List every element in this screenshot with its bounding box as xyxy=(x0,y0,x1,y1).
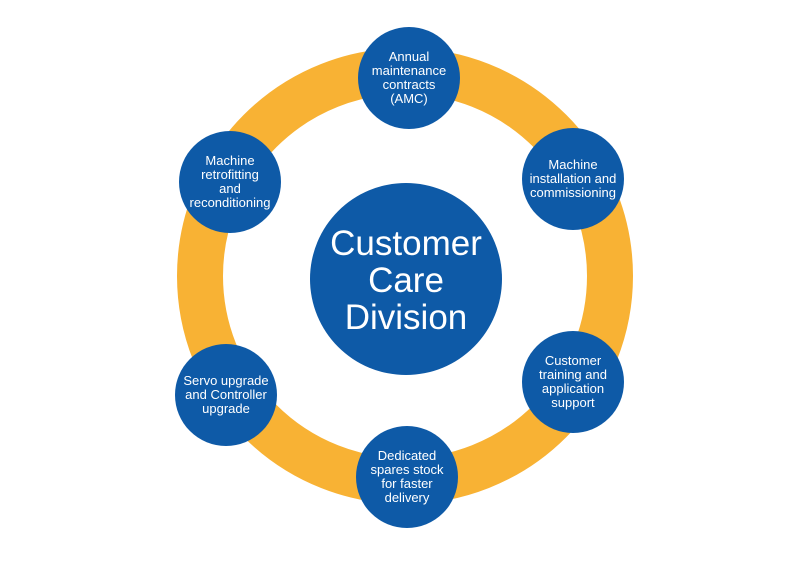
node-machine-retrofitting: Machine retrofitting and reconditioning xyxy=(179,131,281,233)
center-node-customer-care-division: Customer Care Division xyxy=(310,183,502,375)
node-annual-maintenance-contracts: Annual maintenance contracts (AMC) xyxy=(358,27,460,129)
node-customer-training: Customer training and application suppor… xyxy=(522,331,624,433)
node-dedicated-spares-stock: Dedicated spares stock for faster delive… xyxy=(356,426,458,528)
node-machine-installation: Machine installation and commissioning xyxy=(522,128,624,230)
node-servo-controller-upgrade: Servo upgrade and Controller upgrade xyxy=(175,344,277,446)
